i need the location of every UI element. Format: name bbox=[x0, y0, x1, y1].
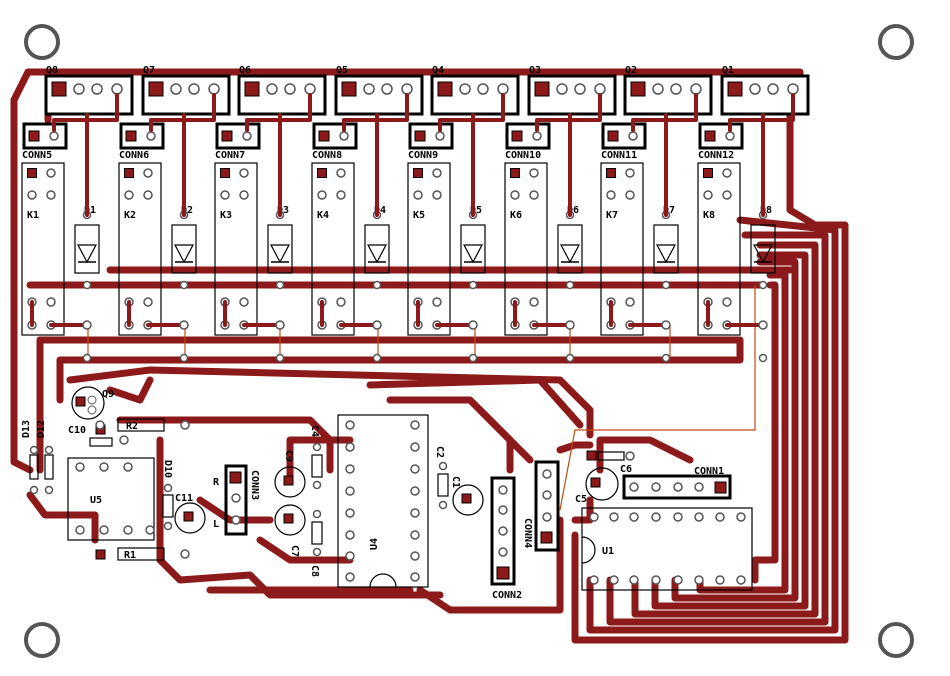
transistor-label: Q3 bbox=[529, 65, 541, 76]
c2-label: C2 bbox=[434, 446, 445, 458]
connector-label: CONN7 bbox=[215, 150, 245, 161]
transistor-label: Q4 bbox=[432, 65, 444, 76]
connector-label: CONN11 bbox=[601, 150, 637, 161]
diode-label: D5 bbox=[470, 205, 482, 216]
connector-label: CONN5 bbox=[22, 150, 52, 161]
relay-label: K4 bbox=[317, 210, 329, 221]
c6-label: C6 bbox=[620, 464, 632, 475]
diode-label: D2 bbox=[181, 205, 193, 216]
connector-label: CONN10 bbox=[505, 150, 541, 161]
u1-label: U1 bbox=[602, 546, 614, 557]
relay-label: K5 bbox=[413, 210, 425, 221]
lower-components: Q9 C10 R2 D13 D12 U5 R1 bbox=[21, 386, 753, 601]
diode-label: D8 bbox=[760, 205, 772, 216]
transistor-label: Q6 bbox=[239, 65, 251, 76]
transistor-label: Q5 bbox=[336, 65, 348, 76]
conn2-label: CONN2 bbox=[492, 590, 522, 601]
relay-label: K7 bbox=[606, 210, 618, 221]
diode-label: D7 bbox=[663, 205, 675, 216]
relay-label: K2 bbox=[124, 210, 136, 221]
q9-label: Q9 bbox=[102, 389, 114, 400]
r2-label: R2 bbox=[126, 421, 138, 432]
c1-label: C1 bbox=[450, 476, 461, 488]
jumper-wires bbox=[87, 285, 756, 511]
conn3-label: CONN3 bbox=[249, 470, 260, 500]
diode-label: D6 bbox=[567, 205, 579, 216]
r1-label: R1 bbox=[124, 550, 136, 561]
main-traces bbox=[10, 68, 849, 644]
d12-label: D12 bbox=[36, 420, 47, 438]
conn4-label: CONN4 bbox=[522, 518, 533, 548]
c7-label: C7 bbox=[289, 545, 300, 557]
mounting-holes bbox=[24, 24, 914, 658]
relay-label: K3 bbox=[220, 210, 232, 221]
c5-label: C5 bbox=[575, 494, 587, 505]
transistor-label: Q1 bbox=[722, 65, 734, 76]
c4-label: C4 bbox=[309, 425, 320, 437]
u4-label: U4 bbox=[369, 538, 380, 550]
conn1-label: CONN1 bbox=[694, 466, 724, 477]
l-label: L bbox=[213, 519, 219, 530]
c11-label: C11 bbox=[175, 493, 193, 504]
d13-label: D13 bbox=[21, 420, 32, 438]
transistor-label: Q7 bbox=[143, 65, 155, 76]
diode-label: D1 bbox=[84, 205, 96, 216]
connector-label: CONN12 bbox=[698, 150, 734, 161]
d10-label: D10 bbox=[162, 460, 173, 478]
transistor-label: Q2 bbox=[625, 65, 637, 76]
connector-label: CONN8 bbox=[312, 150, 342, 161]
connector-label: CONN9 bbox=[408, 150, 438, 161]
c8-label: C8 bbox=[309, 565, 320, 577]
relay-label: K8 bbox=[703, 210, 715, 221]
diode-label: D3 bbox=[277, 205, 289, 216]
transistor-label: Q8 bbox=[46, 65, 58, 76]
connector-label: CONN6 bbox=[119, 150, 149, 161]
diode-label: D4 bbox=[374, 205, 386, 216]
relay-label: K6 bbox=[510, 210, 522, 221]
c10-label: C10 bbox=[68, 425, 86, 436]
c9-label: C9 bbox=[283, 450, 294, 462]
r-label: R bbox=[213, 477, 220, 488]
relay-label: K1 bbox=[27, 210, 39, 221]
u5-label: U5 bbox=[90, 495, 102, 506]
